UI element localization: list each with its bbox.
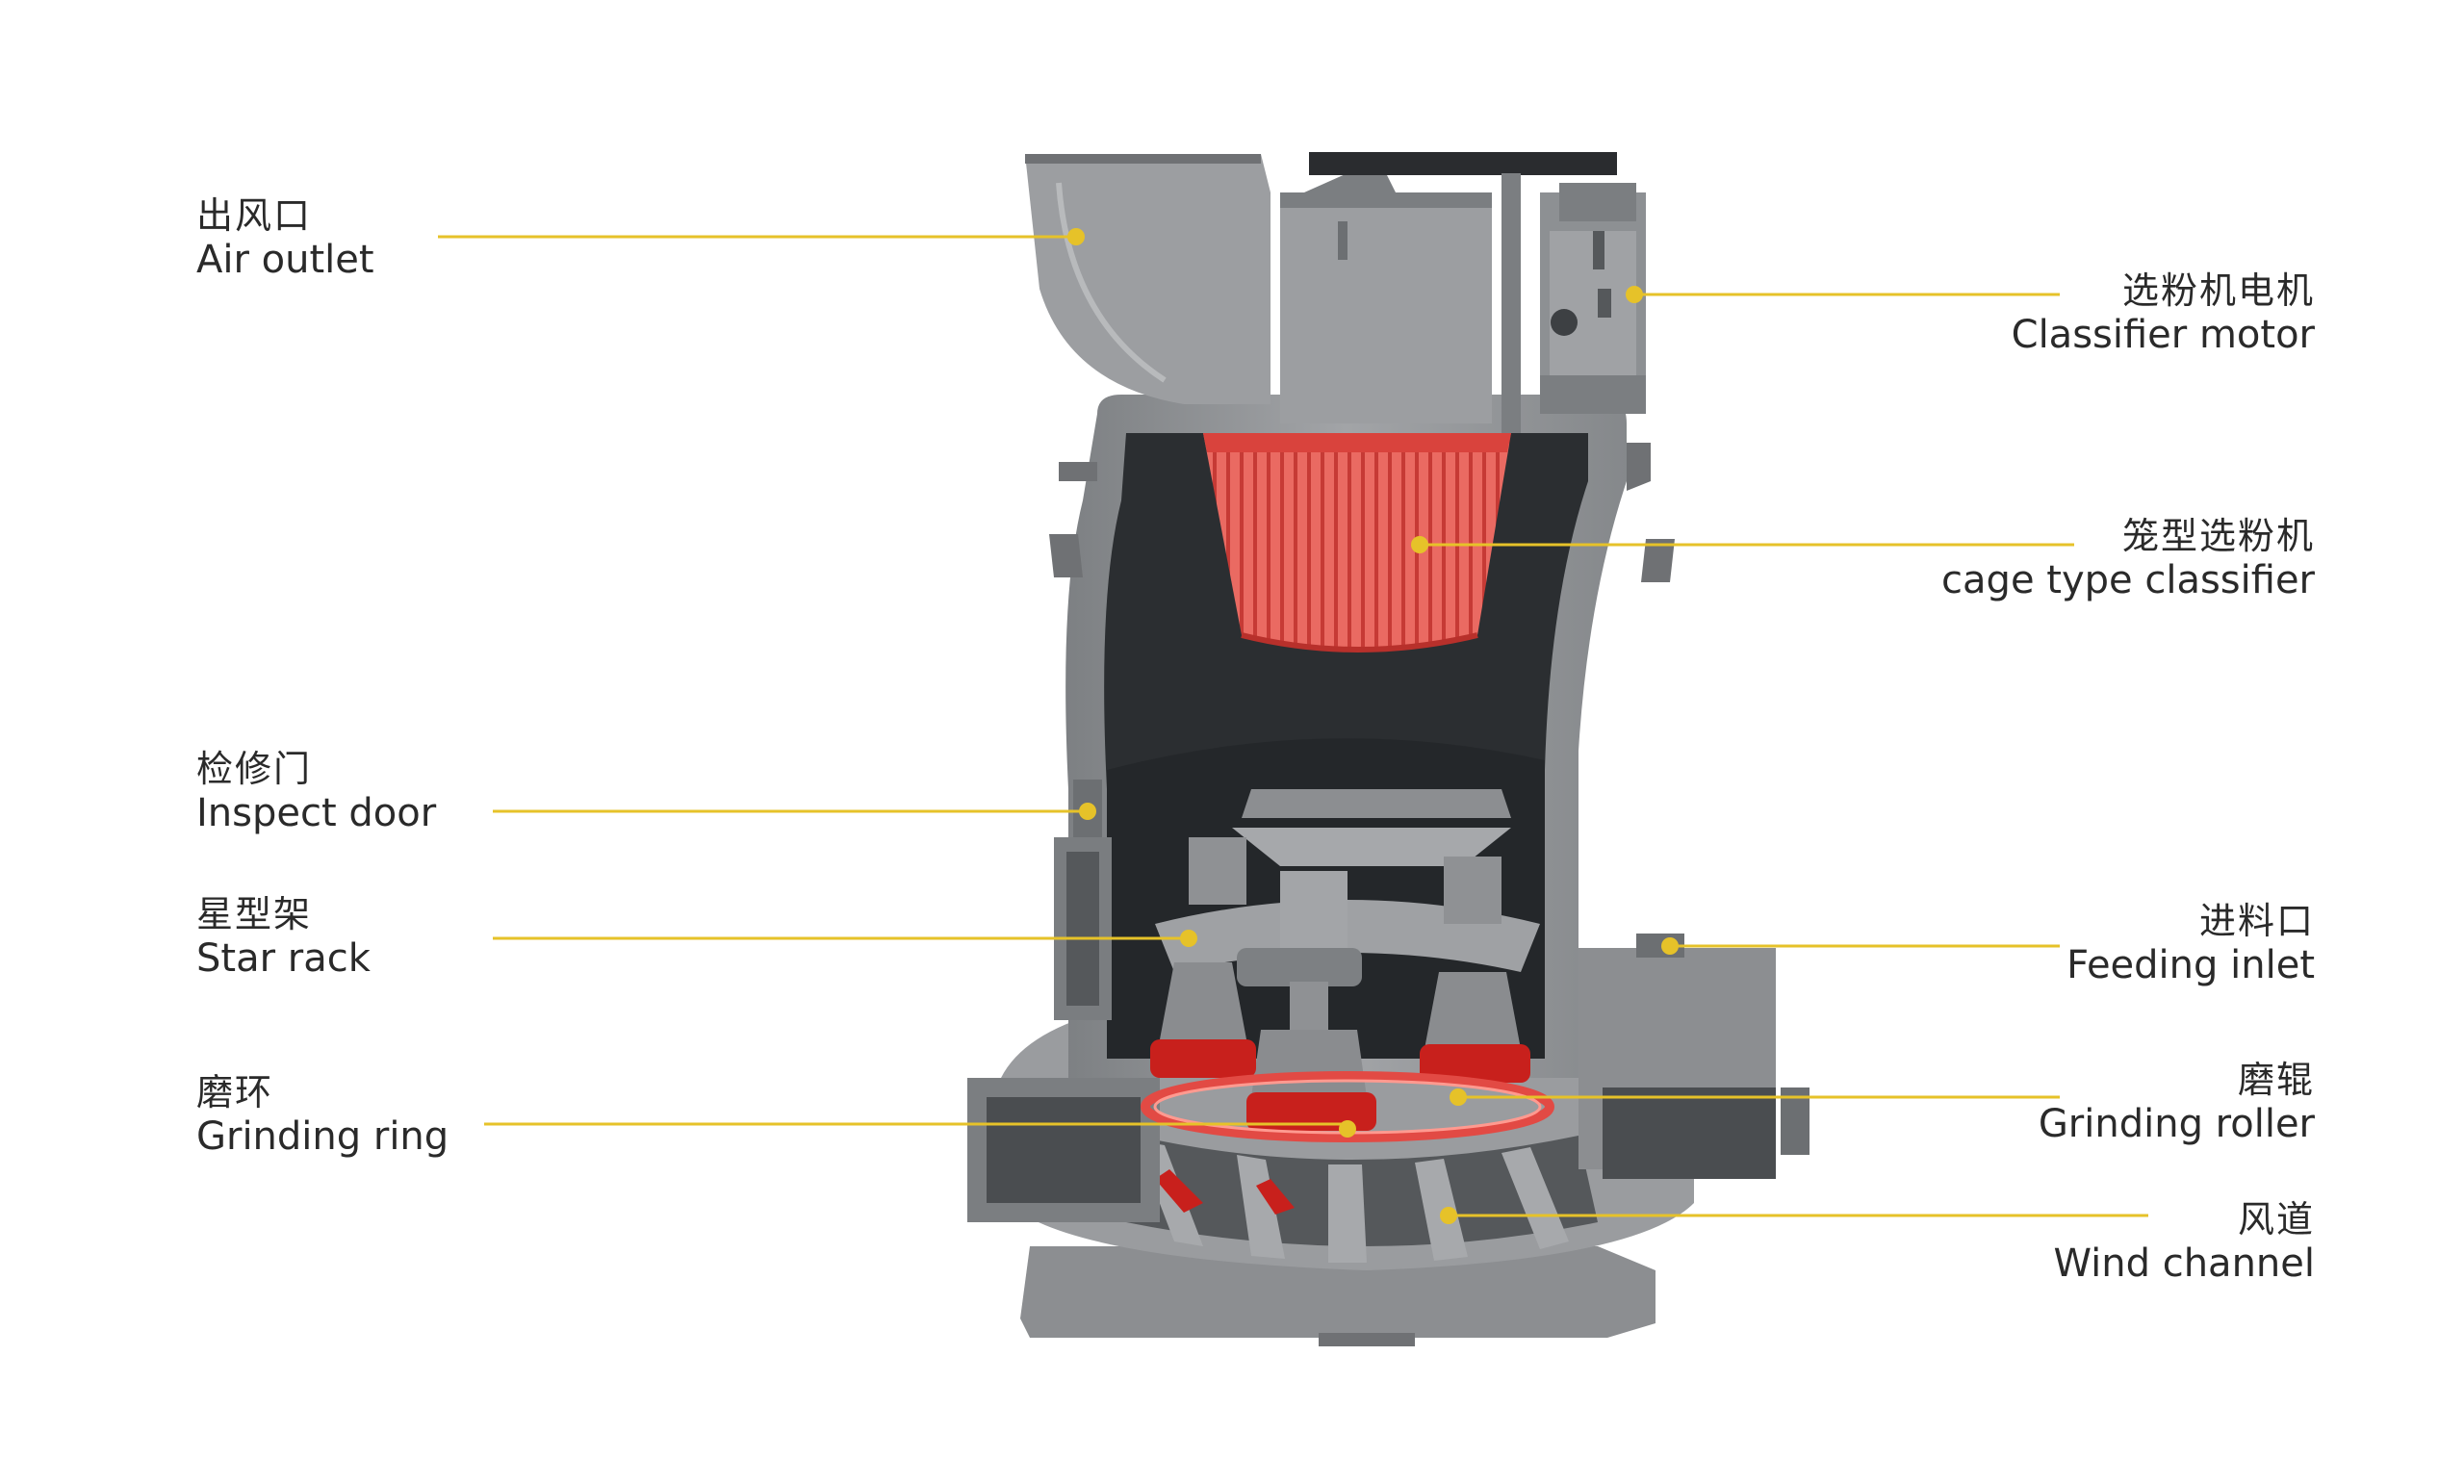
label-grinding-roller-zh: 磨辊: [2237, 1059, 2315, 1101]
air-outlet-duct: [1025, 152, 1617, 433]
label-star-rack-en: Star rack: [196, 935, 371, 981]
leader-dot-grinding-ring: [1339, 1120, 1356, 1138]
leader-dot-air-outlet: [1067, 228, 1085, 245]
star-rack-assembly: [1141, 789, 1554, 1142]
classifier-motor: [1540, 183, 1646, 414]
label-wind-channel: 风道 Wind channel: [2053, 1198, 2315, 1287]
leader-dot-cage-classifier: [1411, 536, 1428, 553]
label-wind-channel-zh: 风道: [2237, 1198, 2315, 1241]
base-plate: [1020, 1246, 1656, 1346]
label-feeding-inlet-zh: 进料口: [2198, 900, 2315, 942]
cage-classifier: [1203, 433, 1511, 652]
label-grinding-ring-en: Grinding ring: [196, 1113, 449, 1159]
label-inspect-door-zh: 检修门: [196, 748, 313, 790]
leader-dot-star-rack: [1180, 930, 1197, 947]
label-wind-channel-en: Wind channel: [2053, 1241, 2315, 1286]
label-air-outlet-en: Air outlet: [196, 237, 374, 282]
leader-dot-wind-channel: [1440, 1207, 1457, 1224]
leader-dot-grinding-roller: [1450, 1088, 1467, 1106]
label-inspect-door-en: Inspect door: [196, 790, 437, 835]
label-air-outlet: 出风口 Air outlet: [196, 194, 374, 283]
label-grinding-roller-en: Grinding roller: [2038, 1101, 2315, 1146]
label-star-rack-zh: 星型架: [196, 893, 313, 935]
label-cage-type-classifier: 笼型选粉机 cage type classifier: [1941, 515, 2315, 603]
leader-dot-feeding-inlet: [1661, 937, 1679, 955]
label-grinding-ring: 磨环 Grinding ring: [196, 1071, 449, 1160]
label-grinding-roller: 磨辊 Grinding roller: [2039, 1059, 2315, 1147]
leader-dot-inspect-door: [1079, 803, 1096, 820]
label-star-rack: 星型架 Star rack: [196, 893, 371, 982]
leader-lines: [438, 228, 2148, 1224]
label-air-outlet-zh: 出风口: [196, 194, 313, 237]
leader-dot-classifier-motor: [1626, 286, 1643, 303]
label-feeding-inlet: 进料口 Feeding inlet: [2066, 900, 2315, 988]
label-classifier-motor-zh: 选粉机电机: [2121, 269, 2315, 312]
label-feeding-inlet-en: Feeding inlet: [2066, 942, 2315, 987]
label-classifier-motor-en: Classifier motor: [2011, 312, 2315, 357]
label-cage-type-classifier-en: cage type classifier: [1941, 557, 2315, 602]
inspect-door: [1054, 780, 1112, 1020]
label-inspect-door: 检修门 Inspect door: [196, 748, 436, 836]
label-classifier-motor: 选粉机电机 Classifier motor: [2012, 269, 2315, 358]
label-grinding-ring-zh: 磨环: [196, 1071, 274, 1113]
label-cage-type-classifier-zh: 笼型选粉机: [2121, 515, 2315, 557]
